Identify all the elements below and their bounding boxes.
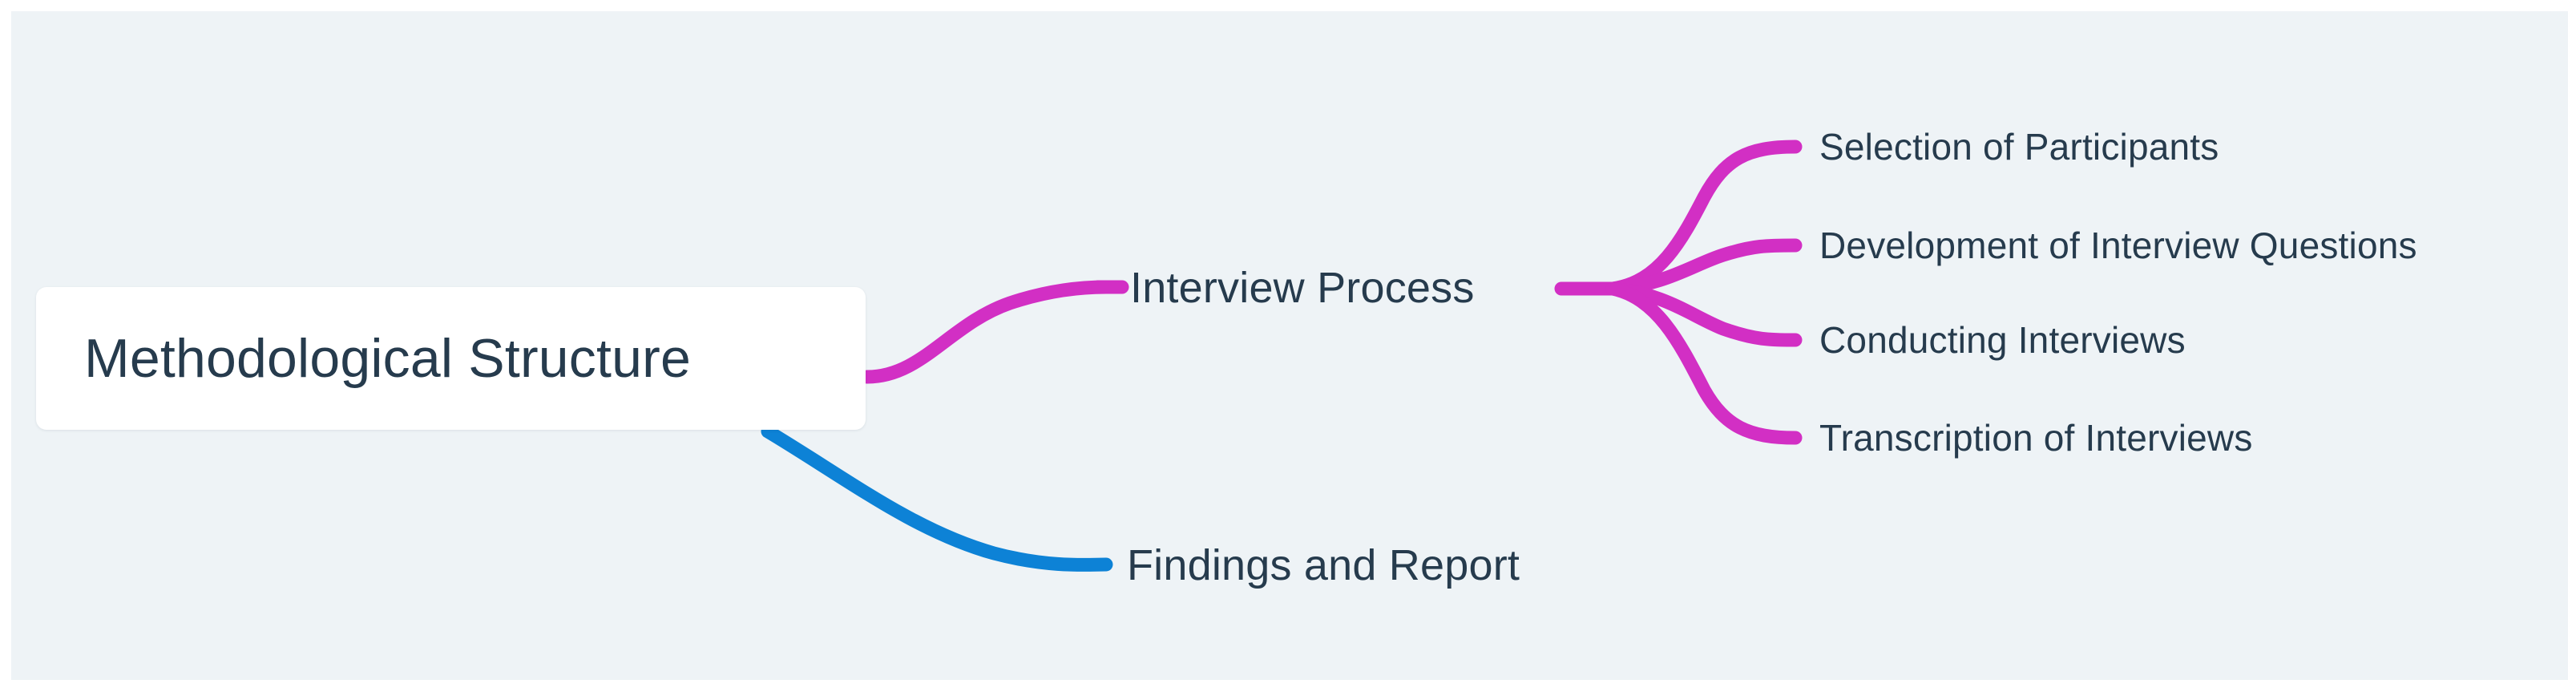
root-node[interactable]: Methodological Structure	[36, 287, 866, 430]
node-interview-process[interactable]: Interview Process	[1130, 264, 1475, 312]
node-transcription-of-interviews[interactable]: Transcription of Interviews	[1819, 417, 2253, 459]
node-conducting-interviews[interactable]: Conducting Interviews	[1819, 319, 2186, 361]
root-node-label: Methodological Structure	[84, 328, 691, 389]
node-findings-and-report[interactable]: Findings and Report	[1127, 541, 1520, 589]
node-selection-of-participants[interactable]: Selection of Participants	[1819, 126, 2219, 168]
node-development-of-interview-questions[interactable]: Development of Interview Questions	[1819, 225, 2417, 266]
